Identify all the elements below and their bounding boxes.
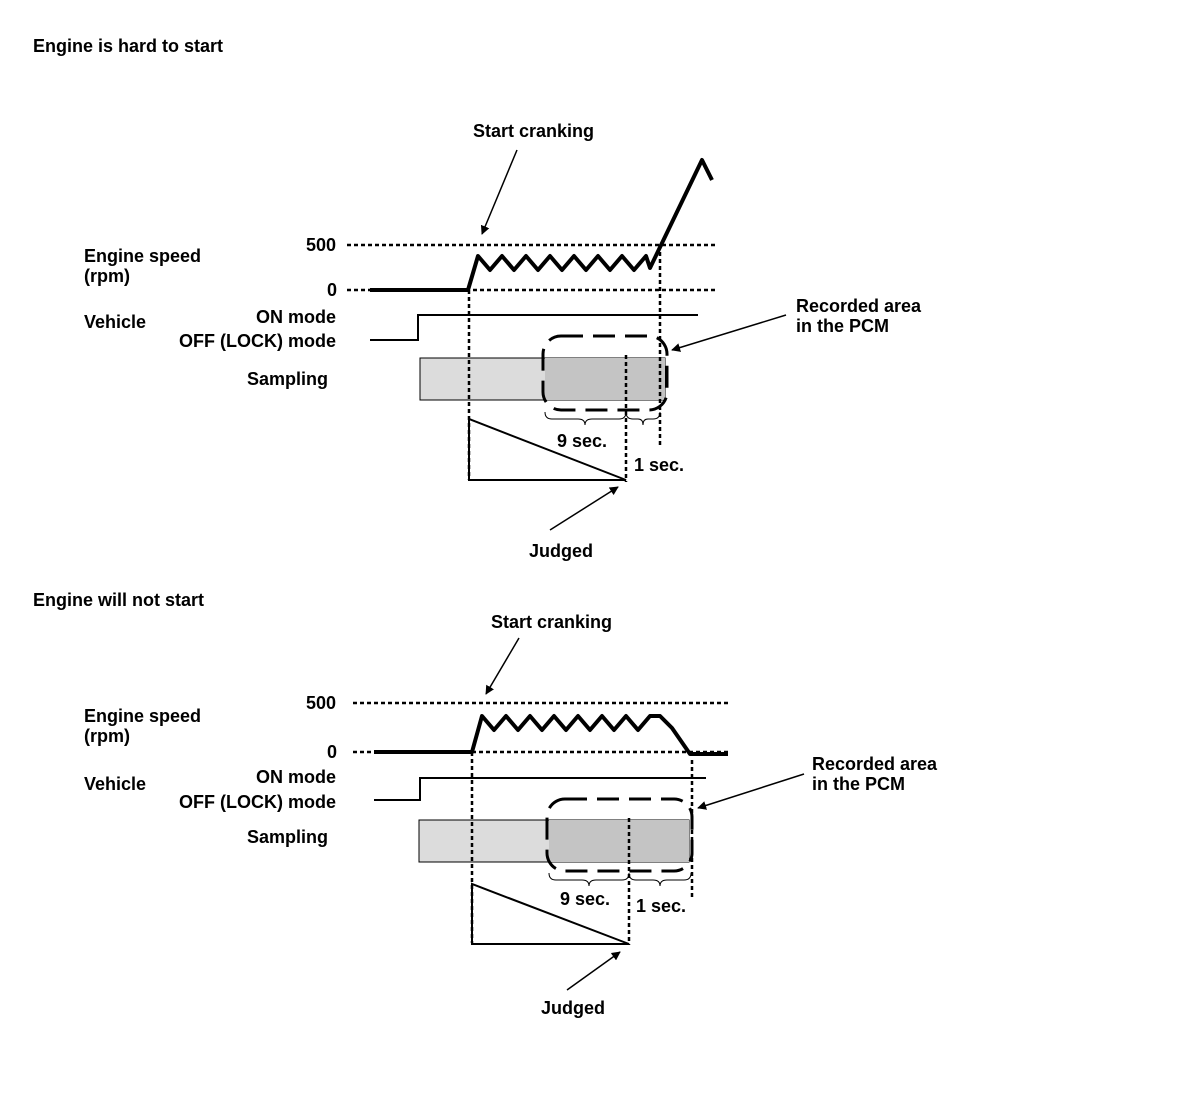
recorded-area-label: Recorded area (796, 296, 922, 316)
vehicle-label: Vehicle (84, 312, 146, 332)
tick-500: 500 (306, 693, 336, 713)
recorded-area-box (545, 797, 694, 873)
nine-sec-bracket (548, 872, 630, 887)
engine-speed-unit: (rpm) (84, 726, 130, 746)
sampling-label: Sampling (247, 827, 328, 847)
tick-500: 500 (306, 235, 336, 255)
panel-will-not-start: Engine will not start Start cranking Eng… (33, 590, 938, 1018)
engine-speed-unit: (rpm) (84, 266, 130, 286)
engine-speed-label: Engine speed (84, 246, 201, 266)
tick-0: 0 (327, 742, 337, 762)
sampling-label: Sampling (247, 369, 328, 389)
one-sec-bracket (628, 872, 692, 887)
nine-sec-bracket (544, 411, 627, 426)
judged-label: Judged (541, 998, 605, 1018)
recorded-area-fill (545, 358, 665, 400)
engine-speed-label: Engine speed (84, 706, 201, 726)
panel-hard-to-start: Engine is hard to start Start cranking E… (33, 36, 922, 561)
off-mode-label: OFF (LOCK) mode (179, 331, 336, 351)
nine-sec-label: 9 sec. (557, 431, 607, 451)
recorded-area-label-2: in the PCM (812, 774, 905, 794)
recorded-area-arrow (697, 773, 805, 810)
judged-label: Judged (529, 541, 593, 561)
nine-sec-label: 9 sec. (560, 889, 610, 909)
start-cranking-arrow (480, 149, 518, 235)
one-sec-bracket (625, 411, 661, 426)
timer-triangle (468, 417, 627, 481)
judged-arrow (549, 486, 619, 531)
vehicle-mode-trace (374, 777, 706, 801)
recorded-area-label: Recorded area (812, 754, 938, 774)
engine-speed-trace (370, 158, 714, 292)
on-mode-label: ON mode (256, 307, 336, 327)
engine-speed-trace (374, 714, 728, 756)
timer-triangle (471, 882, 630, 945)
off-mode-label: OFF (LOCK) mode (179, 792, 336, 812)
panel-title: Engine will not start (33, 590, 204, 610)
recorded-area-arrow (671, 314, 787, 352)
judged-arrow (566, 951, 621, 991)
recorded-area-box (541, 334, 669, 412)
one-sec-label: 1 sec. (634, 455, 684, 475)
on-mode-label: ON mode (256, 767, 336, 787)
vehicle-label: Vehicle (84, 774, 146, 794)
start-cranking-label: Start cranking (473, 121, 594, 141)
start-cranking-arrow (485, 637, 520, 695)
start-cranking-label: Start cranking (491, 612, 612, 632)
panel-title: Engine is hard to start (33, 36, 223, 56)
tick-0: 0 (327, 280, 337, 300)
recorded-area-label-2: in the PCM (796, 316, 889, 336)
recorded-area-fill (549, 820, 689, 862)
vehicle-mode-trace (370, 314, 698, 341)
one-sec-label: 1 sec. (636, 896, 686, 916)
